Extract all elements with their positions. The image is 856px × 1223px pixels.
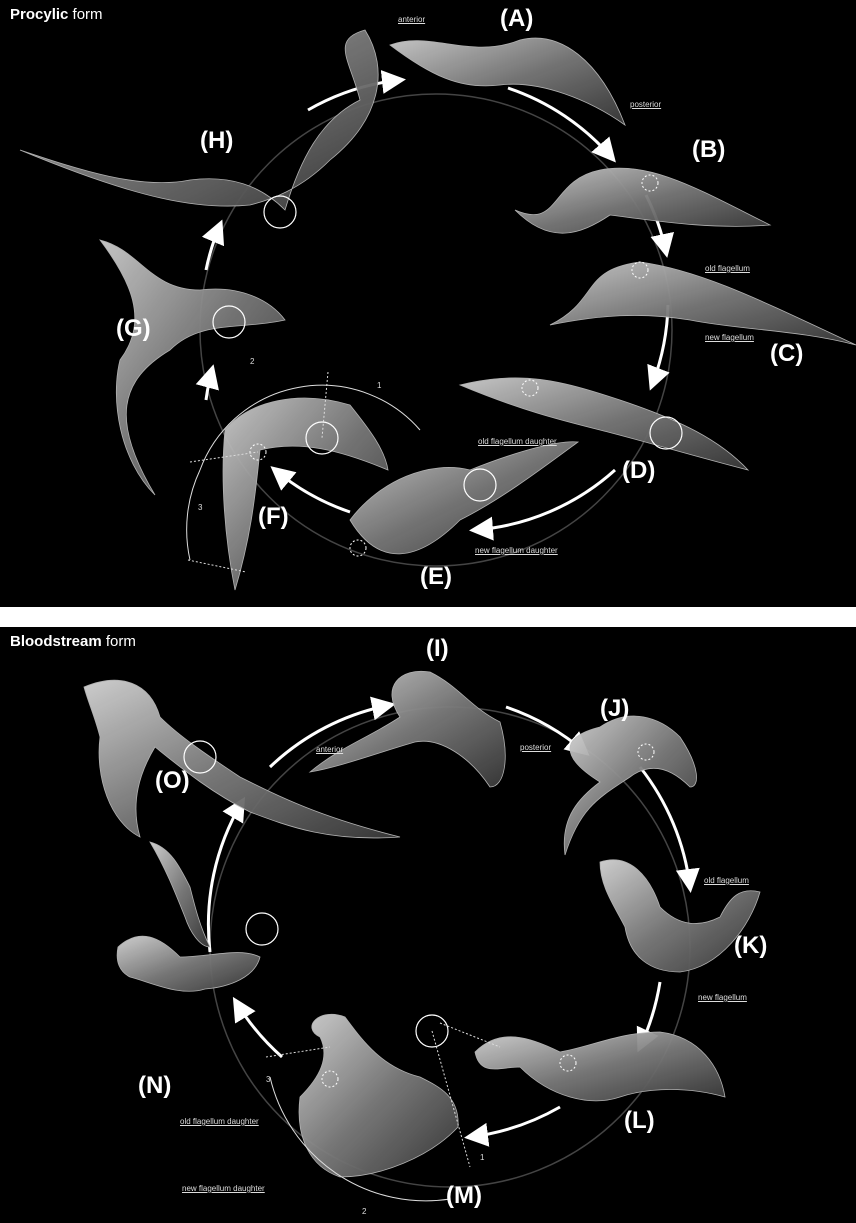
- old-flagellum-note: old flagellum: [704, 876, 749, 885]
- bloodstream-illustration: [0, 627, 856, 1223]
- stage-label-o: (O): [155, 767, 190, 795]
- stage-label-b: (B): [692, 136, 725, 164]
- panel-title: Procylic form: [10, 6, 103, 23]
- measure-number: 2: [362, 1207, 366, 1216]
- stage-label-c: (C): [770, 340, 803, 368]
- measure-number: 1: [480, 1153, 484, 1162]
- cell-l: [475, 1032, 725, 1101]
- stage-label-n: (N): [138, 1072, 171, 1100]
- measure-number: 1: [377, 381, 381, 390]
- cell-h: [20, 30, 378, 210]
- stage-label-h: (H): [200, 127, 233, 155]
- stage-label-i: (I): [426, 635, 449, 663]
- stage-label-a: (A): [500, 5, 533, 33]
- posterior-note: posterior: [520, 743, 551, 752]
- stage-label-k: (K): [734, 932, 767, 960]
- posterior-note: posterior: [630, 100, 661, 109]
- stage-label-d: (D): [622, 457, 655, 485]
- stage-label-e: (E): [420, 563, 452, 591]
- cycle-arrow: [206, 225, 220, 270]
- anterior-note: anterior: [398, 15, 425, 24]
- anterior-note: anterior: [316, 745, 343, 754]
- cycle-arrow: [208, 802, 242, 952]
- measure-number: 3: [198, 503, 202, 512]
- bloodstream-panel: Bloodstream form (I) (J) (K) (L) (M) (N)…: [0, 627, 856, 1223]
- panel-title: Bloodstream form: [10, 633, 136, 650]
- stage-label-l: (L): [624, 1107, 655, 1135]
- cell-n-flagellum: [150, 842, 210, 947]
- measure-number: 2: [250, 357, 254, 366]
- cell-i: [310, 671, 505, 787]
- cycle-arrow: [236, 1002, 282, 1057]
- old-flagellum-daughter-note: old flagellum daughter: [478, 437, 557, 446]
- cell-a: [390, 38, 625, 125]
- cell-c: [550, 262, 856, 345]
- new-flagellum-daughter-note: new flagellum daughter: [475, 546, 558, 555]
- cell-d: [460, 378, 748, 470]
- cycle-arrow: [640, 767, 690, 887]
- stage-label-j: (J): [600, 695, 629, 723]
- cycle-arrow: [470, 1107, 560, 1137]
- new-flagellum-note: new flagellum: [705, 333, 754, 342]
- stage-label-m: (M): [446, 1182, 482, 1210]
- new-flagellum-daughter-note: new flagellum daughter: [182, 1184, 265, 1193]
- cell-f: [223, 398, 388, 590]
- old-flagellum-daughter-note: old flagellum daughter: [180, 1117, 259, 1126]
- old-flagellum-note: old flagellum: [705, 264, 750, 273]
- cell-b: [515, 168, 770, 233]
- procyclic-illustration: [0, 0, 856, 607]
- stage-label-g: (G): [116, 315, 151, 343]
- cell-n: [117, 936, 260, 991]
- measure-number: 3: [266, 1075, 270, 1084]
- new-flagellum-note: new flagellum: [698, 993, 747, 1002]
- stage-label-f: (F): [258, 503, 289, 531]
- procyclic-panel: Procylic form (A) (B) (C) (D) (E) (F) (G…: [0, 0, 856, 607]
